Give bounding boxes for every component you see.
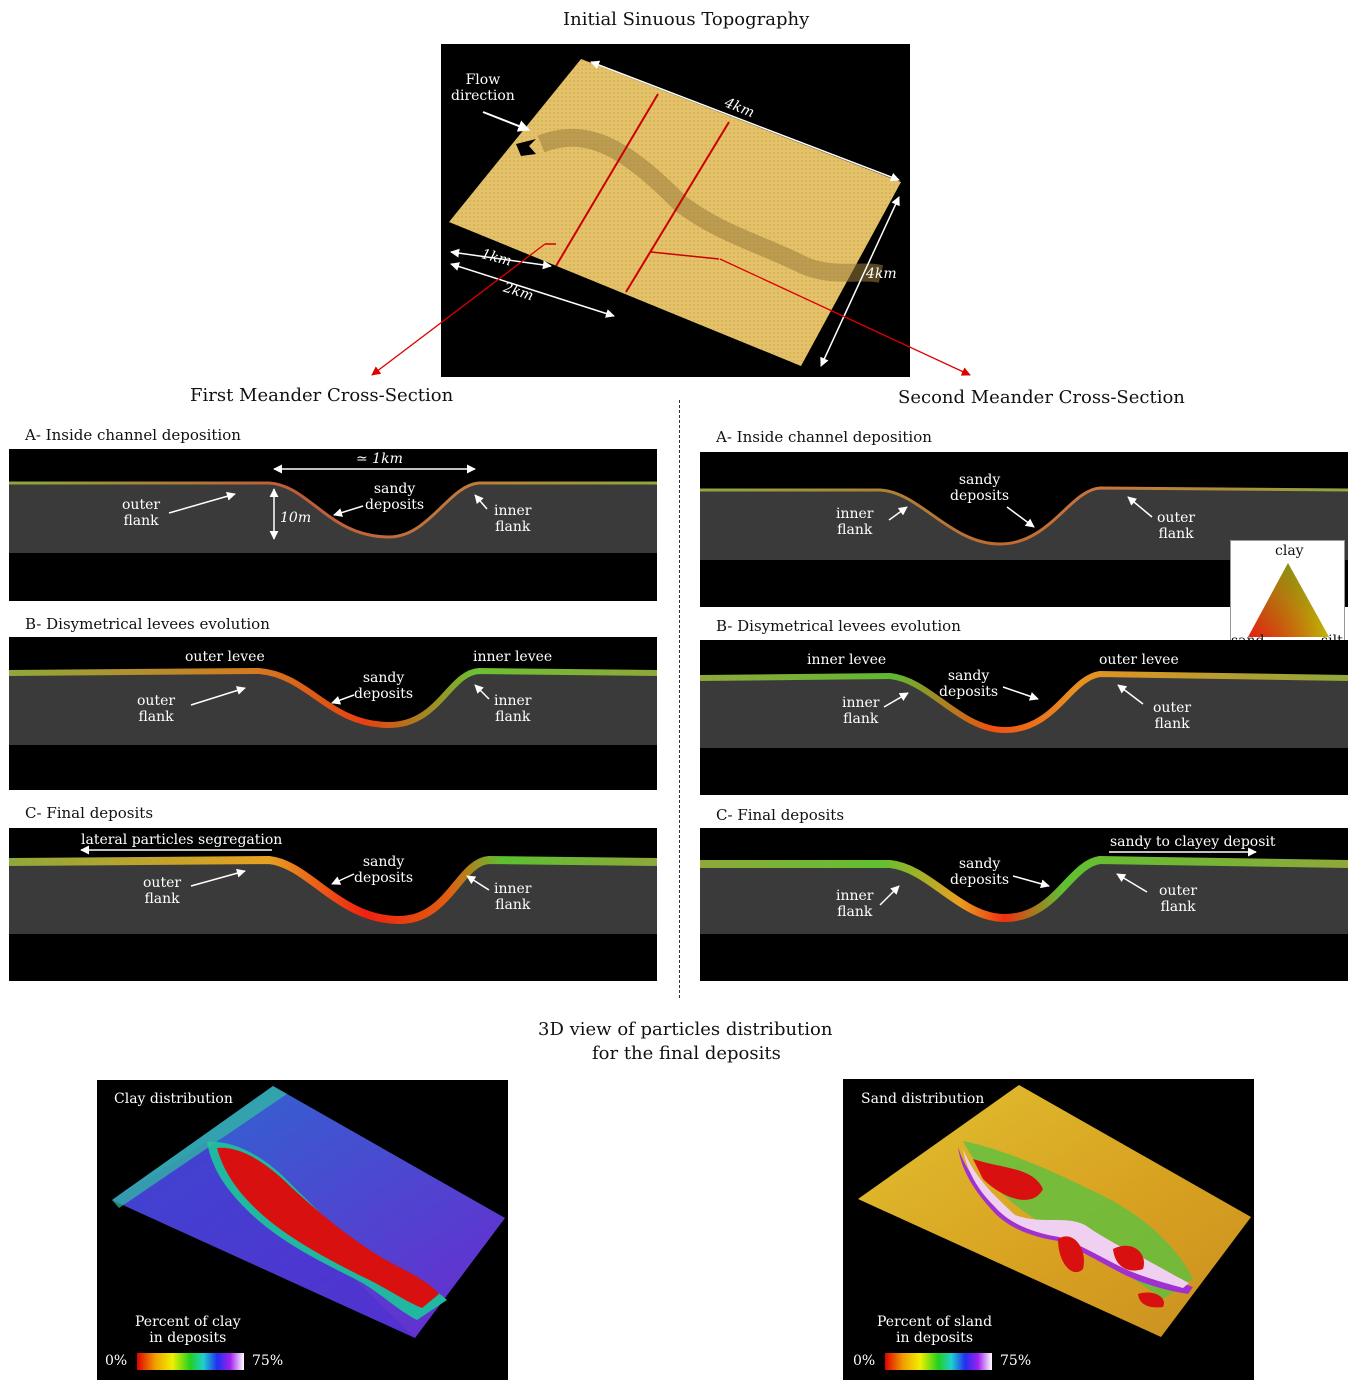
dim-4km-top	[590, 60, 900, 182]
flow-direction-label: Flow direction	[451, 72, 515, 104]
sand-min-label: 0%	[853, 1353, 876, 1369]
channel-depth-label: 10m	[280, 510, 312, 526]
sandy-deposits-label: sandy deposits	[365, 481, 425, 513]
inlet-notch	[516, 139, 536, 156]
section-connectors	[371, 243, 971, 376]
first-c-title: C- Final deposits	[25, 804, 154, 822]
topography-view: Flow direction 4km 4km 1km 2km	[441, 44, 910, 377]
flow-arrow	[482, 111, 531, 132]
clay-distribution-label: Clay distribution	[114, 1091, 233, 1107]
clay-min-label: 0%	[105, 1353, 128, 1369]
label-4km-right: 4km	[866, 266, 897, 282]
top-title: Initial Sinuous Topography	[563, 9, 810, 30]
sandy-deposits-label: sandy deposits	[950, 856, 1010, 888]
inner-levee-label: inner levee	[807, 652, 887, 668]
sandy-deposits-label: sandy deposits	[939, 668, 999, 700]
ternary-clay-label: clay	[1275, 543, 1304, 559]
first-a-title: A- Inside channel deposition	[25, 426, 241, 444]
clay-colorbar	[137, 1353, 244, 1370]
divider-line	[679, 400, 680, 998]
clay-legend-label: Percent of clay in deposits	[135, 1314, 241, 1346]
sand-legend-label: Percent of sland in deposits	[877, 1314, 993, 1346]
outer-flank-label: outer flank	[1153, 700, 1192, 732]
first-c-panel: lateral particles segregation outer flan…	[9, 828, 657, 981]
second-a-panel: inner flank sandy deposits outer flank	[700, 452, 1348, 607]
inner-flank-label: inner flank	[494, 881, 532, 913]
second-b-title: B- Disymetrical levees evolution	[716, 617, 961, 635]
second-c-panel: sandy to clayey deposit inner flank sand…	[700, 828, 1348, 981]
outer-flank-label: outer flank	[137, 693, 176, 725]
inner-flank-label: inner flank	[842, 695, 880, 727]
inner-flank-label: inner flank	[494, 693, 532, 725]
clay-distribution-view: Clay distribution Percent of clay in dep…	[97, 1080, 508, 1380]
second-c-title: C- Final deposits	[716, 806, 845, 824]
first-meander-title: First Meander Cross-Section	[190, 385, 454, 406]
sand-distribution-label: Sand distribution	[861, 1091, 985, 1107]
first-a-panel: ≃ 1km 10m outer flank sandy deposits inn…	[9, 449, 657, 601]
outer-flank-label: outer flank	[1159, 883, 1198, 915]
sand-distribution-view: Sand distribution Percent of sland in de…	[843, 1079, 1254, 1380]
inner-levee-label: inner levee	[473, 649, 553, 665]
sand-colorbar	[885, 1353, 992, 1370]
outer-flank-label: outer flank	[1157, 510, 1196, 542]
sandy-deposits-label: sandy deposits	[354, 670, 414, 702]
second-meander-title: Second Meander Cross-Section	[898, 387, 1185, 408]
outer-flank-label: outer flank	[122, 497, 161, 529]
dim-4km-right	[820, 196, 900, 367]
sandy-deposits-label: sandy deposits	[354, 854, 414, 886]
sand-max-label: 75%	[1000, 1353, 1032, 1369]
second-a-title: A- Inside channel deposition	[716, 428, 932, 446]
second-b-panel: inner levee outer levee inner flank sand…	[700, 640, 1348, 795]
sandy-to-clayey-label: sandy to clayey deposit	[1110, 834, 1276, 850]
inner-flank-label: inner flank	[494, 503, 532, 535]
first-b-panel: outer levee inner levee outer flank sand…	[9, 637, 657, 790]
inner-flank-label: inner flank	[836, 888, 874, 920]
sandy-deposits-label: sandy deposits	[950, 472, 1010, 504]
channel-width-label: ≃ 1km	[356, 451, 403, 467]
outer-flank-label: outer flank	[143, 875, 182, 907]
bottom-title-line2: for the final deposits	[592, 1043, 781, 1064]
first-b-title: B- Disymetrical levees evolution	[25, 615, 270, 633]
segregation-label: lateral particles segregation	[81, 832, 283, 848]
outer-levee-label: outer levee	[185, 649, 265, 665]
clay-max-label: 75%	[252, 1353, 284, 1369]
dim-2km	[450, 262, 615, 318]
outer-levee-label: outer levee	[1099, 652, 1179, 668]
inner-flank-label: inner flank	[836, 506, 874, 538]
ternary-legend: clay sand silt	[1230, 540, 1345, 653]
bottom-title-line1: 3D view of particles distribution	[538, 1019, 833, 1040]
topography-svg	[449, 59, 901, 367]
